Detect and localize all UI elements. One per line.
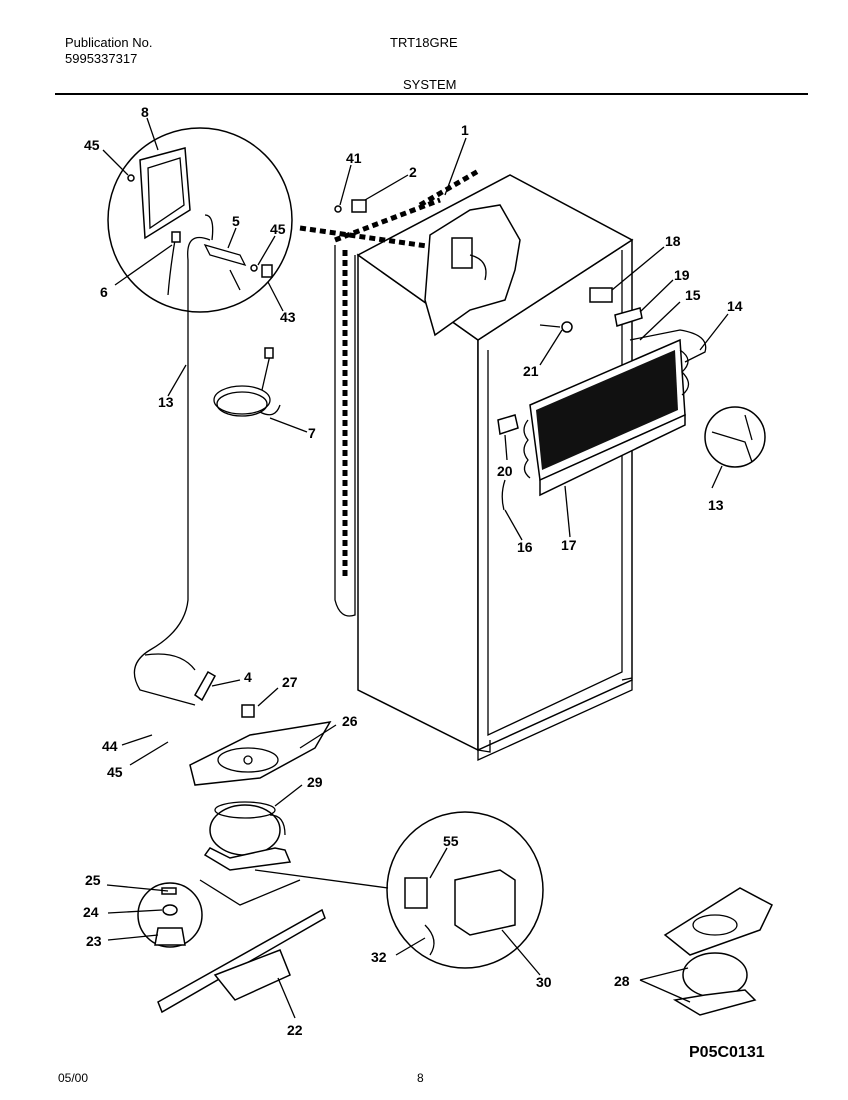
callout-41: 41 xyxy=(346,150,362,166)
part-41 xyxy=(334,205,342,213)
part-2 xyxy=(351,199,367,213)
callout-8: 8 xyxy=(141,104,149,120)
callout-7: 7 xyxy=(308,425,316,441)
callout-30: 30 xyxy=(536,974,552,990)
evaporator-assembly xyxy=(497,287,707,511)
callout-22: 22 xyxy=(287,1022,303,1038)
callout-25: 25 xyxy=(85,872,101,888)
callout-19: 19 xyxy=(674,267,690,283)
callout-18: 18 xyxy=(665,233,681,249)
callout-1: 1 xyxy=(461,122,469,138)
power-cord xyxy=(213,347,281,417)
detail-leader xyxy=(254,869,389,889)
capillary-tube xyxy=(133,236,211,706)
callout-23: 23 xyxy=(86,933,102,949)
callout-44: 44 xyxy=(102,738,118,754)
callout-43: 43 xyxy=(280,309,296,325)
callout-labels: 1 2 41 8 45 5 45 6 43 13 7 18 19 15 14 2… xyxy=(83,104,743,1038)
publication-label: Publication No. xyxy=(65,35,153,50)
relay-detail-circle xyxy=(386,811,544,969)
callout-55: 55 xyxy=(443,833,459,849)
callout-16: 16 xyxy=(517,539,533,555)
compressor xyxy=(199,801,301,906)
drier xyxy=(194,670,217,702)
callout-leaders xyxy=(102,117,729,1019)
callout-24: 24 xyxy=(83,904,99,920)
compressor-base-plate xyxy=(189,704,332,786)
compressor-assembly xyxy=(663,887,773,1016)
callout-13-left: 13 xyxy=(158,394,174,410)
callout-13-right: 13 xyxy=(708,497,724,513)
detail-circle-top-left xyxy=(107,127,293,313)
compressor-bracket-rail xyxy=(157,908,326,1014)
callout-45-bottom: 45 xyxy=(107,764,123,780)
callout-14: 14 xyxy=(727,298,743,314)
publication-number: 5995337317 xyxy=(65,51,138,66)
callout-45-circle: 45 xyxy=(270,221,286,237)
page-number: 8 xyxy=(417,1071,424,1085)
callout-15: 15 xyxy=(685,287,701,303)
callout-17: 17 xyxy=(561,537,577,553)
callout-29: 29 xyxy=(307,774,323,790)
footer-date: 05/00 xyxy=(58,1071,89,1085)
model-number: TRT18GRE xyxy=(390,35,458,50)
callout-20: 20 xyxy=(497,463,513,479)
callout-27: 27 xyxy=(282,674,298,690)
callout-2: 2 xyxy=(409,164,417,180)
section-title: SYSTEM xyxy=(403,77,457,92)
callout-5: 5 xyxy=(232,213,240,229)
callout-28: 28 xyxy=(614,973,630,989)
callout-6: 6 xyxy=(100,284,108,300)
callout-21: 21 xyxy=(523,363,539,379)
callout-45-top: 45 xyxy=(84,137,100,153)
callout-26: 26 xyxy=(342,713,358,729)
detail-circle-right xyxy=(704,406,766,468)
mounting-grommet-detail xyxy=(137,882,203,948)
callout-4: 4 xyxy=(244,669,252,685)
back-panel-cutaway xyxy=(424,204,521,337)
diagram-code: P05C0131 xyxy=(689,1044,765,1061)
callout-32: 32 xyxy=(371,949,387,965)
header-rule xyxy=(55,93,808,95)
